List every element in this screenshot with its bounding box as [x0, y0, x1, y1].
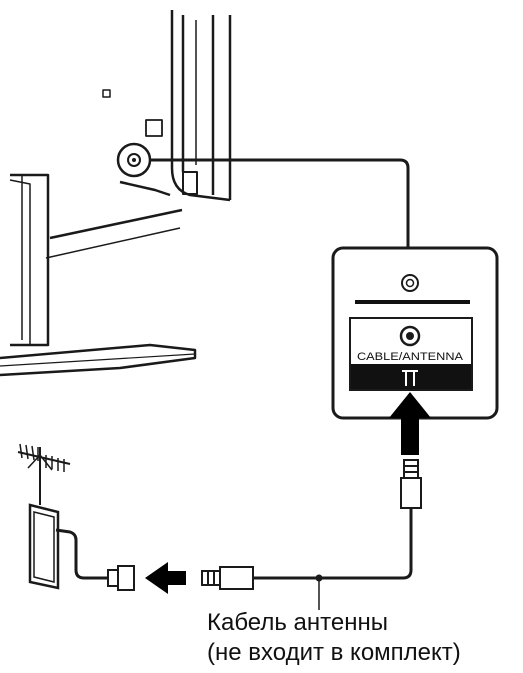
port-label-band [350, 364, 472, 390]
coax-connector-icon [201, 566, 254, 590]
panel-divider [355, 300, 470, 304]
caption-leader [315, 574, 323, 610]
antenna-mast-icon [17, 443, 71, 505]
coax-connector-icon [107, 565, 135, 591]
antenna-socket-symbol [402, 370, 418, 386]
outlet-cable [55, 528, 108, 580]
coax-connector-icon [399, 325, 421, 347]
zoom-callout-line [150, 158, 410, 250]
arrow-left-icon [145, 562, 186, 594]
cable-caption: Кабель антенны (не входит в комплект) [207, 608, 523, 668]
tv-set [0, 10, 232, 377]
coax-connector-icon [401, 274, 419, 292]
caption-line-2: (не входит в комплект) [207, 639, 461, 666]
coax-connector-icon [400, 459, 422, 509]
caption-line-1: Кабель антенны [207, 609, 388, 636]
port-label: CABLE/ANTENNA [357, 351, 464, 363]
antenna-cable [253, 508, 413, 580]
arrow-up-icon [389, 392, 431, 455]
tv-antenna-jack [116, 142, 152, 178]
connection-panel: CABLE/ANTENNA [331, 246, 499, 420]
wall-outlet-icon [28, 503, 60, 590]
